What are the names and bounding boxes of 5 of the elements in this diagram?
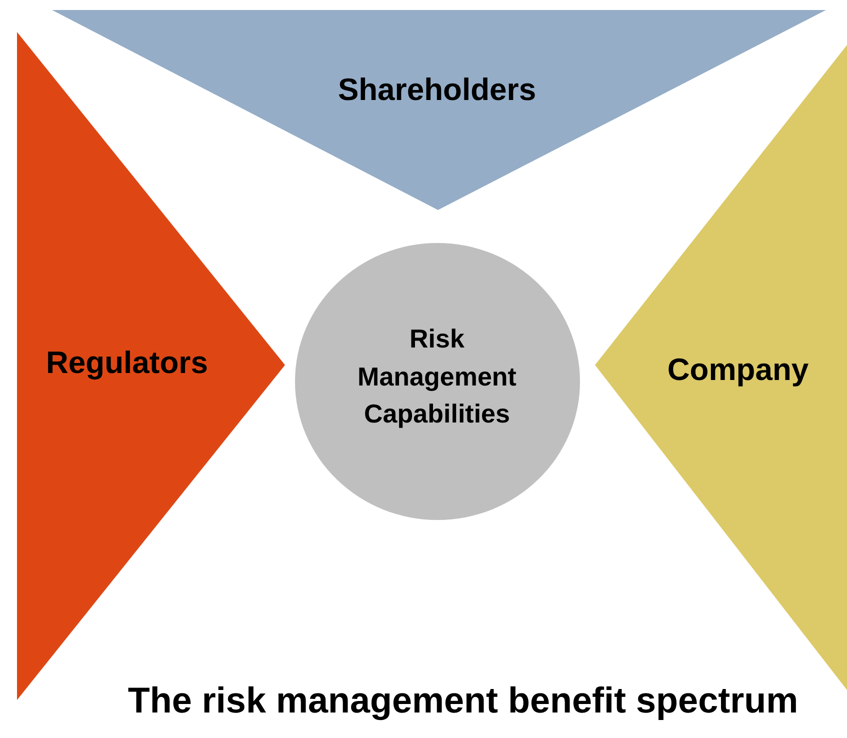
node-label: Shareholders xyxy=(338,72,536,108)
node-label: Risk Management Capabilities xyxy=(356,322,518,431)
caption: The risk management benefit spectrum xyxy=(126,680,800,720)
node-label: Company xyxy=(667,352,809,388)
node-label: Regulators xyxy=(46,345,208,381)
